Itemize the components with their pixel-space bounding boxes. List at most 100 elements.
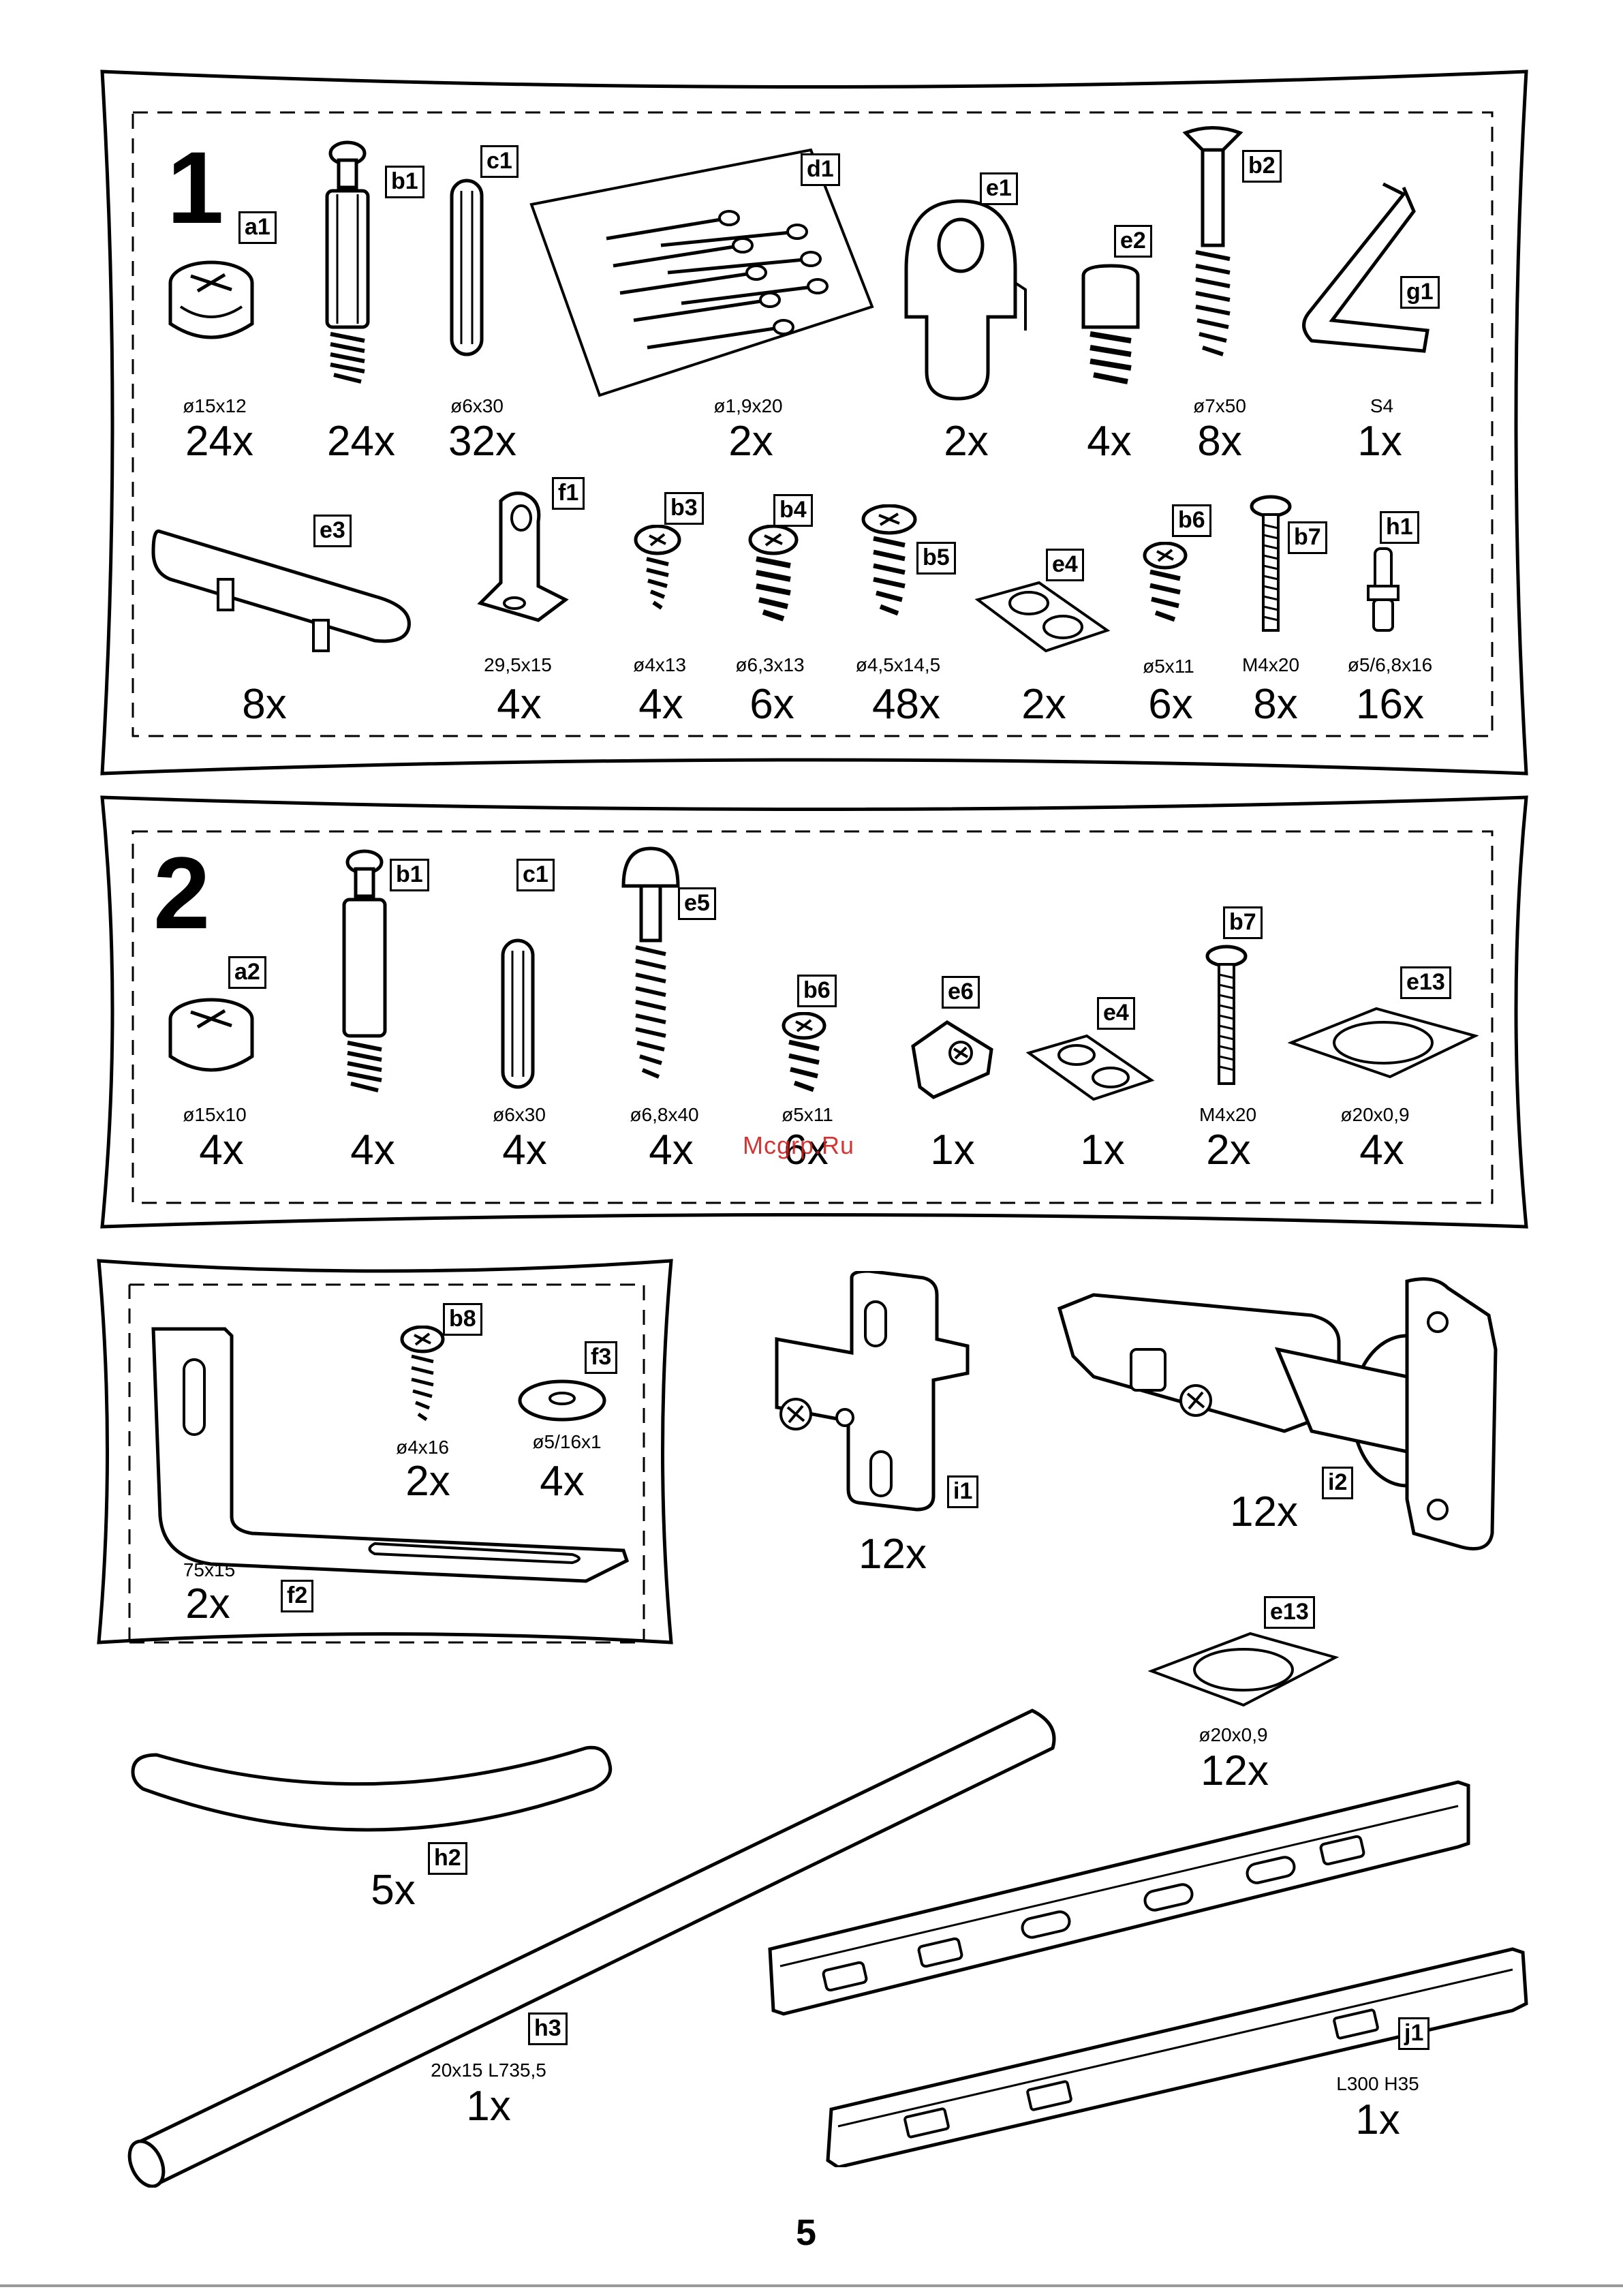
allen-key-icon <box>1302 182 1429 353</box>
part-spec: ø6,3x13 <box>735 654 805 675</box>
part-quantity: 4x <box>638 681 683 728</box>
part-quantity: 4x <box>350 1127 395 1174</box>
part-quantity: 8x <box>1253 681 1298 728</box>
curved-arc-icon <box>131 1745 613 1832</box>
screw-icon <box>861 504 917 616</box>
part-quantity: 4x <box>502 1127 547 1174</box>
part-spec: ø7x50 <box>1193 395 1246 416</box>
part-quantity: 48x <box>872 681 940 728</box>
part-quantity: 2x <box>185 1580 230 1627</box>
part-label: e4 <box>1046 549 1084 581</box>
part-spec: ø4x13 <box>633 654 686 675</box>
watermark: Mcgrp.Ru <box>743 1131 855 1159</box>
plug-icon <box>1081 264 1140 384</box>
part-label: i1 <box>947 1475 979 1508</box>
cam-lock-icon <box>168 998 254 1072</box>
part-label: a1 <box>238 211 277 244</box>
corner-connector-icon <box>911 1020 993 1099</box>
part-label: c1 <box>516 859 555 891</box>
part-label: f3 <box>585 1341 618 1374</box>
part-spec: 75x15 <box>183 1559 236 1580</box>
felt-pads-icon <box>974 581 1111 653</box>
part-spec: 20x15 L735,5 <box>431 2060 546 2081</box>
part-spec: ø4x16 <box>396 1437 449 1458</box>
part-label: f2 <box>281 1580 314 1612</box>
nail-bag-icon <box>529 148 874 397</box>
part-quantity: 12x <box>859 1531 927 1578</box>
part-quantity: 6x <box>749 681 794 728</box>
part-quantity: 24x <box>185 418 253 465</box>
part-quantity: 2x <box>1206 1127 1251 1174</box>
part-label: h2 <box>428 1842 467 1875</box>
dowel-bolt-icon <box>325 140 370 384</box>
bag-1: 1 a1 ø15x12 24x b1 24x c1 ø6x30 32 <box>0 0 1623 791</box>
page-divider <box>0 2284 1623 2287</box>
bag-number: 1 <box>167 130 223 245</box>
wooden-dowel-icon <box>450 179 484 356</box>
part-label: b6 <box>1172 504 1211 537</box>
part-quantity: 4x <box>649 1127 694 1174</box>
part-quantity: 8x <box>242 681 287 728</box>
part-quantity: 1x <box>930 1127 975 1174</box>
bag-1-outline <box>100 70 1528 776</box>
page-number: 5 <box>796 2212 817 2253</box>
part-quantity: 4x <box>199 1127 244 1174</box>
part-quantity: 2x <box>1021 681 1066 728</box>
screw-icon <box>782 1012 826 1092</box>
bolt-icon <box>1250 495 1292 632</box>
part-quantity: 2x <box>405 1458 450 1505</box>
part-label: b2 <box>1242 150 1282 183</box>
bolt-icon <box>1205 945 1248 1085</box>
wooden-dowel-icon <box>501 938 535 1089</box>
part-label: d1 <box>801 153 840 186</box>
bag-3: f2 75x15 2x b8 ø4x16 2x f3 ø5/16x1 4x <box>0 1254 681 1656</box>
part-quantity: 2x <box>944 418 989 465</box>
part-quantity: 12x <box>1201 1747 1269 1794</box>
part-spec: ø6x30 <box>493 1104 546 1125</box>
part-spec: ø5x11 <box>1143 656 1194 677</box>
part-spec: S4 <box>1370 395 1394 416</box>
bag-3-outline <box>97 1259 673 1644</box>
part-label: e5 <box>678 887 716 920</box>
part-label: b7 <box>1288 521 1327 554</box>
part-quantity: 2x <box>728 418 773 465</box>
part-label: h3 <box>528 2012 568 2045</box>
part-quantity: 4x <box>1087 418 1132 465</box>
part-quantity: 16x <box>1356 681 1424 728</box>
part-quantity: 4x <box>540 1458 585 1505</box>
part-label: b3 <box>664 492 704 525</box>
part-label: f1 <box>552 477 585 510</box>
part-spec: ø5x11 <box>782 1104 833 1125</box>
part-quantity: 12x <box>1230 1488 1298 1535</box>
part-spec: ø1,9x20 <box>713 395 783 416</box>
dowel-bolt-icon <box>342 849 387 1092</box>
part-label: g1 <box>1400 276 1440 309</box>
mounting-plate-icon <box>775 1271 970 1512</box>
part-label: b4 <box>773 494 813 527</box>
screw-icon <box>400 1326 445 1422</box>
part-quantity: 24x <box>327 418 395 465</box>
part-spec: 29,5x15 <box>484 654 552 675</box>
part-quantity: 8x <box>1197 418 1242 465</box>
bag-2: 2 a2 ø15x10 4x b1 4x c1 ø6x30 4x <box>0 791 1623 1240</box>
part-label: h1 <box>1380 511 1419 544</box>
part-spec: ø4,5x14,5 <box>855 654 941 675</box>
cam-lock-icon <box>168 260 254 339</box>
part-label: e1 <box>980 172 1018 205</box>
part-label: b5 <box>916 542 956 575</box>
washer-icon <box>518 1379 606 1422</box>
part-label: e6 <box>942 976 980 1009</box>
part-spec: ø15x10 <box>183 1104 247 1125</box>
screw-icon <box>1143 542 1188 622</box>
part-spec: M4x20 <box>1199 1104 1257 1125</box>
part-quantity: 1x <box>466 2083 511 2130</box>
part-label: e13 <box>1264 1596 1315 1629</box>
part-spec: M4x20 <box>1241 654 1300 675</box>
part-quantity: 1x <box>1080 1127 1125 1174</box>
part-spec: L300 H35 <box>1336 2073 1419 2094</box>
part-label: e2 <box>1114 225 1152 258</box>
part-quantity: 6x <box>1148 681 1193 728</box>
adhesive-pad-icon <box>1148 1632 1339 1707</box>
adhesive-pad-icon <box>1288 1007 1479 1079</box>
part-label: j1 <box>1398 2017 1430 2050</box>
